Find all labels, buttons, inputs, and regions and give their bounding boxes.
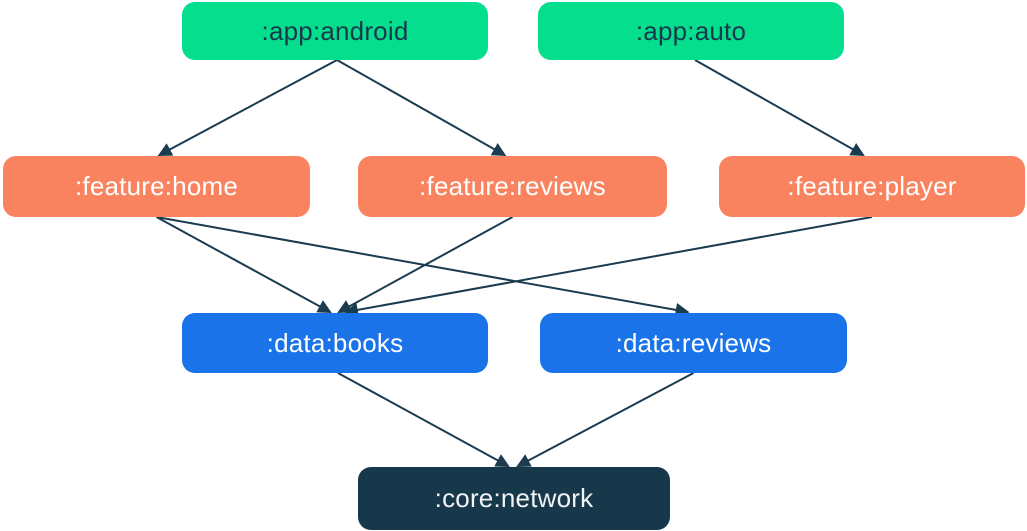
node-core-network-label: :core:network bbox=[434, 483, 594, 513]
node-app-auto: :app:auto bbox=[538, 2, 844, 60]
edge-data-books-to-core-network bbox=[337, 372, 510, 468]
edge-data-reviews-to-core-network bbox=[516, 372, 694, 467]
node-feature-home: :feature:home bbox=[3, 156, 310, 217]
edge-app-android-to-feature-home bbox=[157, 59, 338, 156]
edge-feature-home-to-data-books bbox=[156, 216, 332, 314]
edge-feature-player-to-data-books bbox=[343, 216, 873, 317]
node-app-android: :app:android bbox=[182, 2, 488, 60]
edge-feature-home-to-data-reviews bbox=[156, 216, 690, 317]
edge-app-android-to-feature-reviews bbox=[336, 59, 507, 157]
node-feature-player: :feature:player bbox=[719, 156, 1025, 217]
node-data-reviews: :data:reviews bbox=[540, 313, 847, 373]
node-data-reviews-label: :data:reviews bbox=[615, 327, 772, 358]
node-feature-reviews-label: :feature:reviews bbox=[419, 171, 606, 201]
node-data-books-label: :data:books bbox=[266, 327, 404, 358]
edge-app-auto-to-feature-player bbox=[694, 59, 865, 157]
node-app-android-label: :app:android bbox=[261, 15, 409, 46]
node-feature-home-label: :feature:home bbox=[74, 171, 239, 201]
node-app-auto-label: :app:auto bbox=[635, 15, 747, 46]
node-data-books: :data:books bbox=[182, 313, 488, 373]
node-feature-reviews: :feature:reviews bbox=[358, 156, 667, 217]
node-core-network: :core:network bbox=[358, 467, 670, 530]
edge-feature-reviews-to-data-books bbox=[337, 216, 513, 314]
node-feature-player-label: :feature:player bbox=[787, 171, 957, 201]
